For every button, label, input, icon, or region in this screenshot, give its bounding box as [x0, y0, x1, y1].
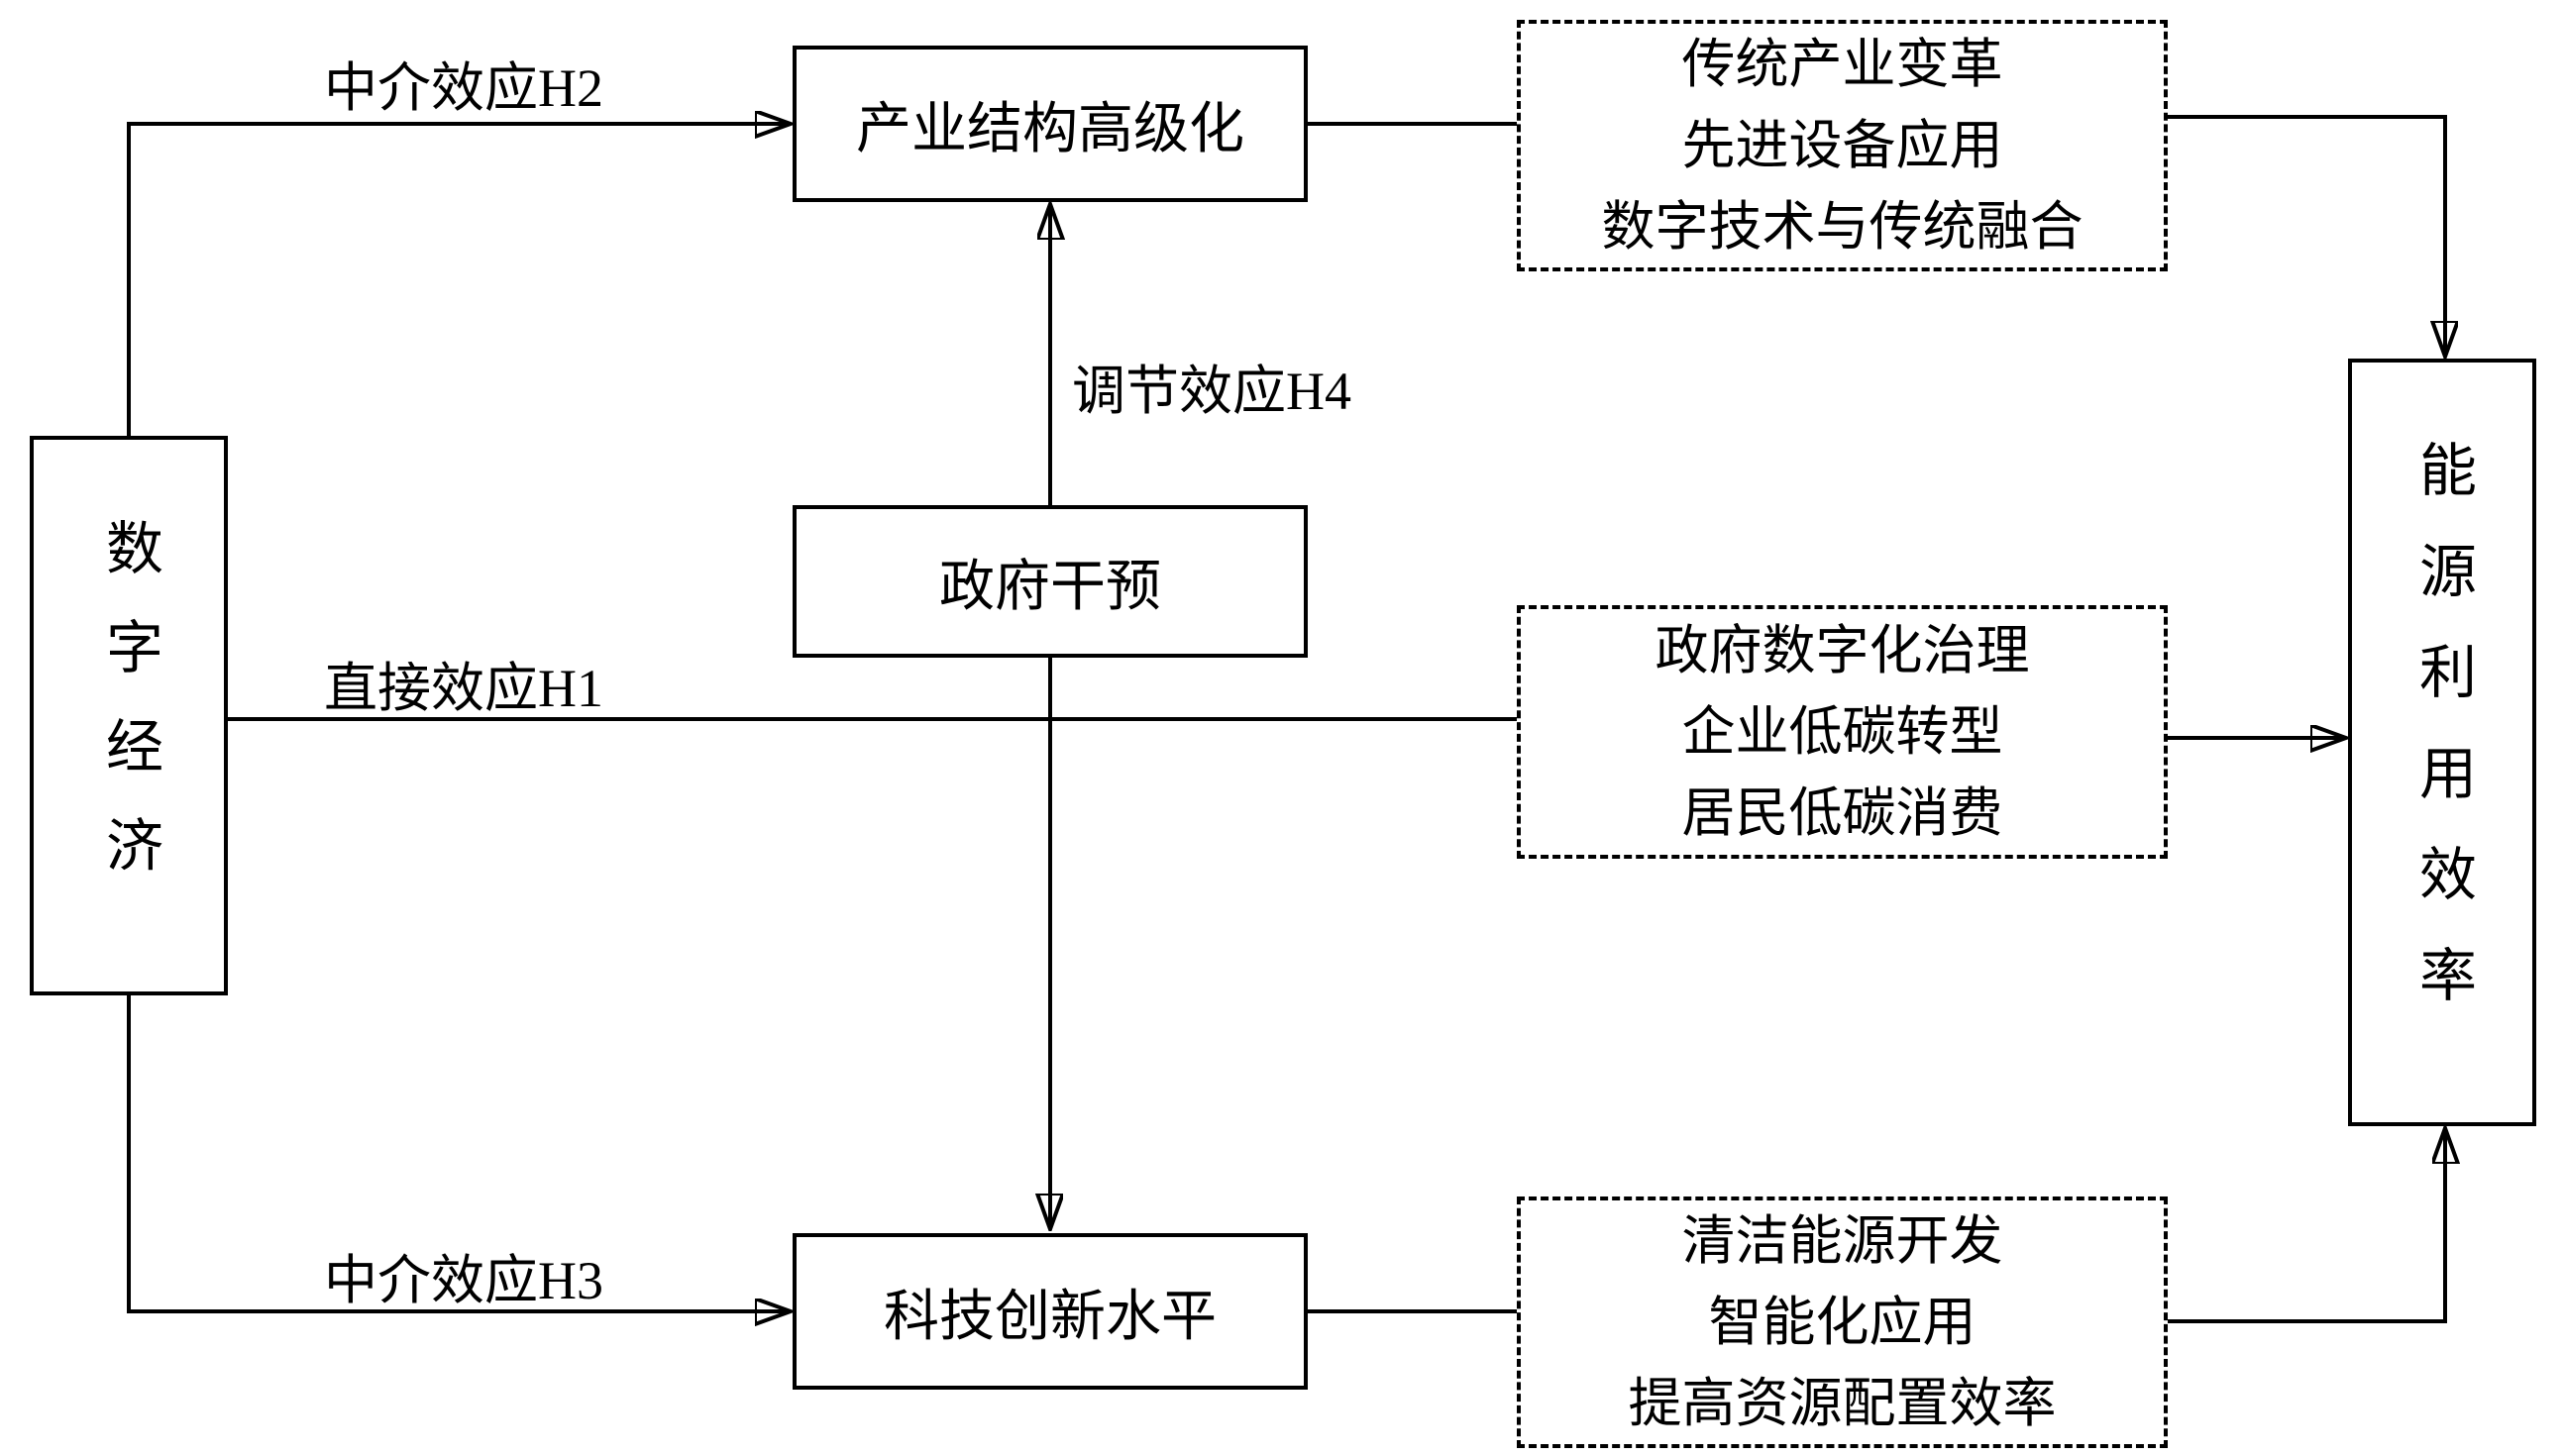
dashed-box-governance-line-3: 居民低碳消费 [1681, 783, 2003, 843]
edge-label-direct-h1: 直接效应H1 [324, 659, 603, 718]
box-energy-efficiency-label: 能源利用效率 [2410, 439, 2475, 1046]
box-energy-efficiency: 能源利用效率 [2348, 359, 2536, 1126]
dashed-box-traditional-line-2: 先进设备应用 [1681, 116, 2003, 175]
box-government-intervention-label: 政府干预 [939, 556, 1161, 618]
dashed-box-traditional-line-1: 传统产业变革 [1681, 35, 2003, 94]
edge-label-moderation-h4: 调节效应H4 [1072, 362, 1351, 421]
box-industrial-upgrading-label: 产业结构高级化 [856, 98, 1244, 160]
dashed-box-traditional-industry: 传统产业变革 先进设备应用 数字技术与传统融合 [1517, 20, 2168, 271]
arrow-mediation-h3 [127, 995, 791, 1311]
arrow-traditional-to-energy [2168, 115, 2445, 357]
edge-label-mediation-h2: 中介效应H2 [324, 58, 603, 118]
arrow-clean-to-energy [2168, 1128, 2445, 1323]
box-digital-economy: 数字经济 [30, 436, 228, 995]
arrow-mediation-h2 [127, 124, 791, 436]
dashed-box-clean-energy-line-3: 提高资源配置效率 [1628, 1374, 2057, 1433]
dashed-box-governance-line-1: 政府数字化治理 [1655, 621, 2030, 680]
box-government-intervention: 政府干预 [793, 505, 1308, 658]
dashed-box-governance: 政府数字化治理 企业低碳转型 居民低碳消费 [1517, 605, 2168, 859]
edge-label-mediation-h3: 中介效应H3 [324, 1251, 603, 1310]
box-tech-innovation-label: 科技创新水平 [884, 1286, 1217, 1348]
dashed-box-clean-energy: 清洁能源开发 智能化应用 提高资源配置效率 [1517, 1196, 2168, 1448]
box-digital-economy-label: 数字经济 [97, 517, 161, 914]
dashed-box-governance-line-2: 企业低碳转型 [1681, 702, 2003, 762]
box-industrial-upgrading: 产业结构高级化 [793, 46, 1308, 202]
dashed-box-clean-energy-line-1: 清洁能源开发 [1681, 1211, 2003, 1271]
box-tech-innovation: 科技创新水平 [793, 1233, 1308, 1390]
dashed-box-clean-energy-line-2: 智能化应用 [1708, 1293, 1976, 1352]
dashed-box-traditional-line-3: 数字技术与传统融合 [1601, 197, 2083, 257]
